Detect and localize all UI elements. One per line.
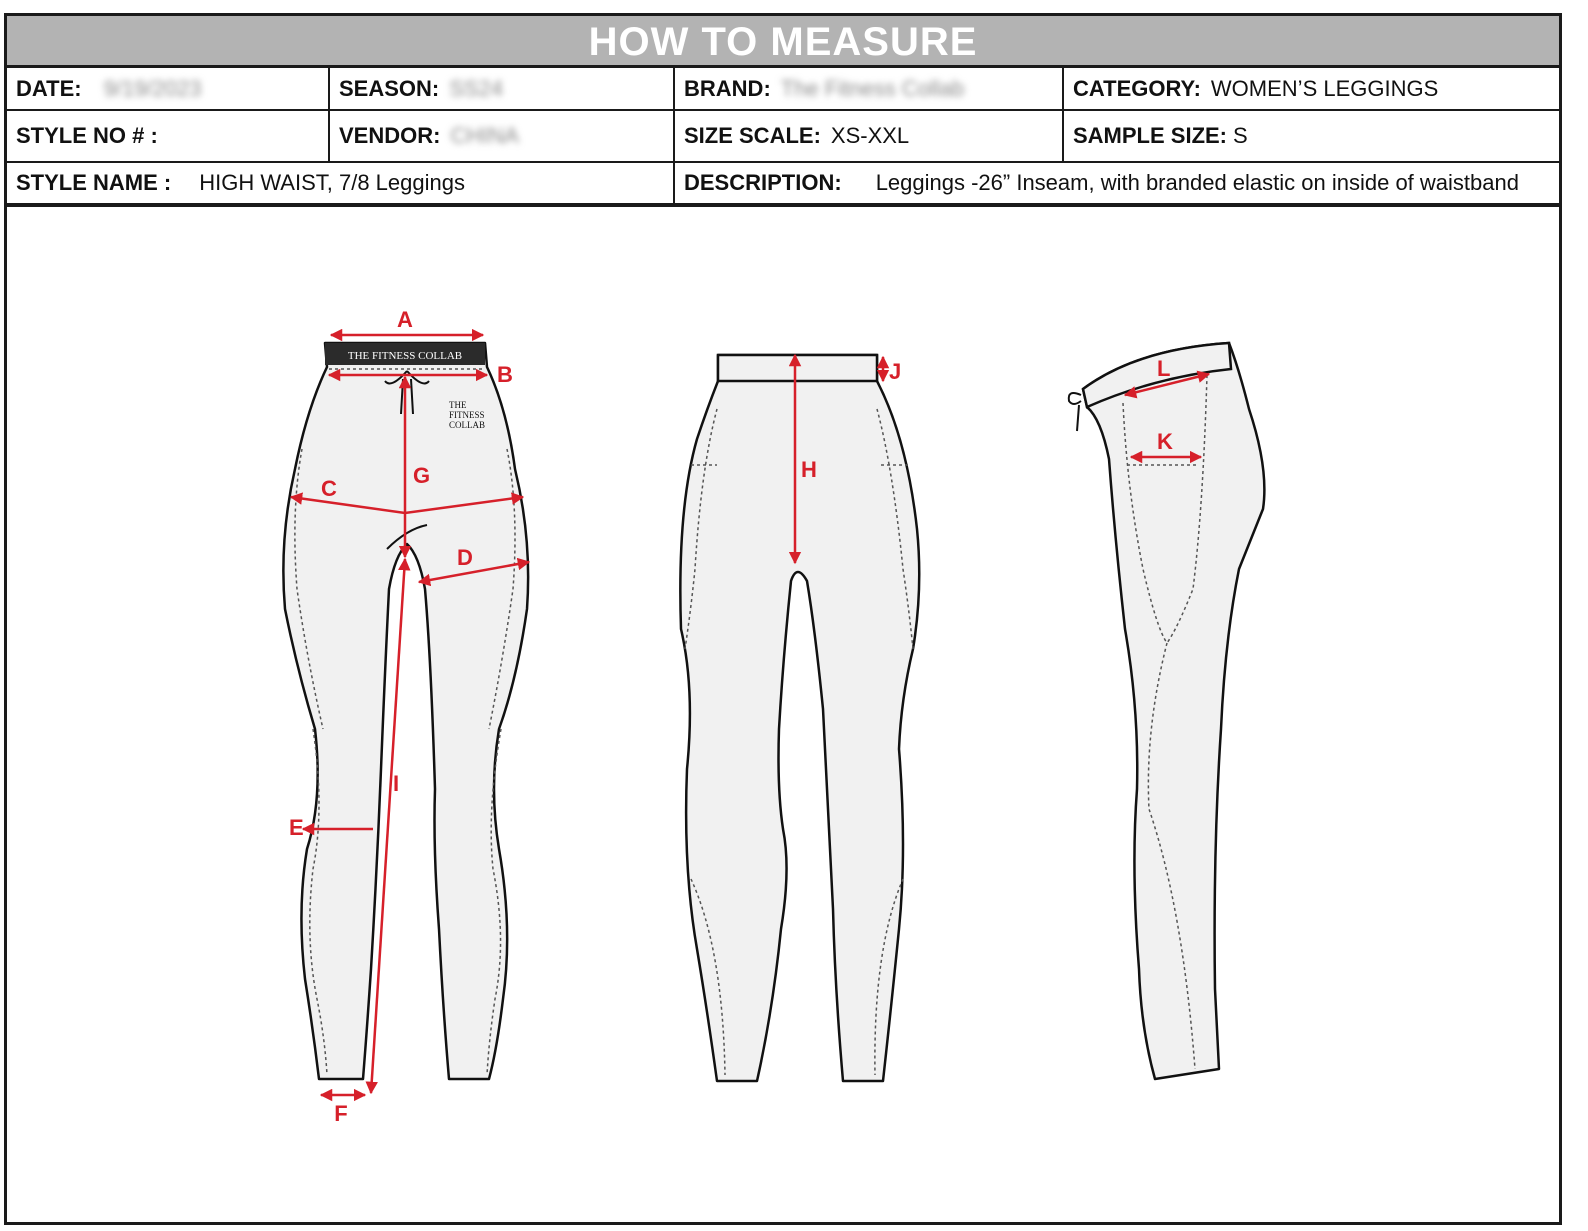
front-right-leg-seam [486,728,502,1076]
front-left-pocket-seam [294,448,324,730]
style-name-value: HIGH WAIST, 7/8 Leggings [199,170,465,195]
date-cell: DATE: 9/19/2023 [7,68,330,111]
category-cell: CATEGORY: WOMEN’S LEGGINGS [1064,68,1559,111]
description-label: DESCRIPTION: [684,170,842,195]
side-leggings-outline [1081,341,1266,1081]
measurement-drawing: THE FITNESS COLLAB THE FITNESS COLLAB A … [282,307,1266,1126]
back-waistband [716,353,879,383]
back-right-calf-seam [874,878,904,1076]
measure-c-label: C [321,476,337,501]
description-cell: DESCRIPTION: Leggings -26” Inseam, with … [675,163,1559,207]
drawstring-icon [384,370,430,415]
back-leggings-outline [679,353,921,1083]
style-no-label: STYLE NO # : [16,123,158,148]
measure-d-line [417,557,531,587]
brand-value: The Fitness Collab [780,75,965,101]
measure-i-label: I [393,771,399,796]
measure-l-label: L [1157,356,1170,381]
measure-l-line [1123,370,1211,399]
measure-f-label: F [334,1101,347,1126]
measure-k-label: K [1157,429,1173,454]
vendor-label: VENDOR: [339,123,441,148]
back-left-calf-seam [690,878,726,1076]
front-waistband [325,343,485,365]
season-cell: SEASON: SS24 [330,68,675,111]
size-scale-label: SIZE SCALE: [684,123,821,148]
style-name-cell: STYLE NAME : HIGH WAIST, 7/8 Leggings [7,163,675,207]
logo-line-2: FITNESS [449,410,485,420]
measure-e-label: E [289,815,304,840]
side-view: K L [1067,341,1266,1081]
measure-i-line [365,557,411,1095]
category-value: WOMEN’S LEGGINGS [1210,75,1439,101]
measure-d-label: D [457,545,473,570]
measure-a-label: A [397,307,413,332]
sample-size-value: S [1233,123,1248,148]
front-right-pocket-seam [488,448,516,730]
measure-j-label: J [889,359,901,384]
description-value: Leggings -26” Inseam, with branded elast… [875,170,1519,195]
side-front-seam [1122,402,1168,644]
back-left-pocket-seam [684,408,718,650]
sample-size-label: SAMPLE SIZE: [1073,123,1228,148]
measure-b-label: B [497,362,513,387]
title-bar: HOW TO MEASURE [7,16,1559,68]
category-label: CATEGORY: [1073,75,1201,101]
sample-size-cell: SAMPLE SIZE: S [1064,111,1559,163]
vendor-cell: VENDOR: CHINA [330,111,675,163]
measure-h-label: H [801,457,817,482]
waistband-brand-text: THE FITNESS COLLAB [348,350,462,362]
season-label: SEASON: [339,75,440,101]
page-title: HOW TO MEASURE [588,20,978,64]
side-back-seam [1166,374,1208,644]
vendor-value: CHINA [450,123,519,148]
date-label: DATE: [16,75,82,101]
side-leg-seam [1147,642,1196,1070]
season-value: SS24 [449,75,504,101]
front-view: THE FITNESS COLLAB THE FITNESS COLLAB A … [282,307,531,1126]
measure-sheet: HOW TO MEASURE DATE: 9/19/2023 SEASON: S… [4,13,1562,1225]
date-value: 9/19/2023 [103,75,202,101]
style-no-cell: STYLE NO # : [7,111,330,163]
size-scale-cell: SIZE SCALE: XS-XXL [675,111,1064,163]
measure-g-label: G [413,463,430,488]
size-scale-value: XS-XXL [830,123,910,148]
front-left-leg-seam [309,728,328,1076]
logo-line-1: THE [449,400,467,410]
back-view: H J [679,353,921,1083]
logo-line-3: COLLAB [449,420,485,430]
style-name-label: STYLE NAME : [16,170,172,195]
brand-label: BRAND: [684,75,771,101]
brand-cell: BRAND: The Fitness Collab [675,68,1064,111]
side-drawstring-icon [1067,392,1082,432]
